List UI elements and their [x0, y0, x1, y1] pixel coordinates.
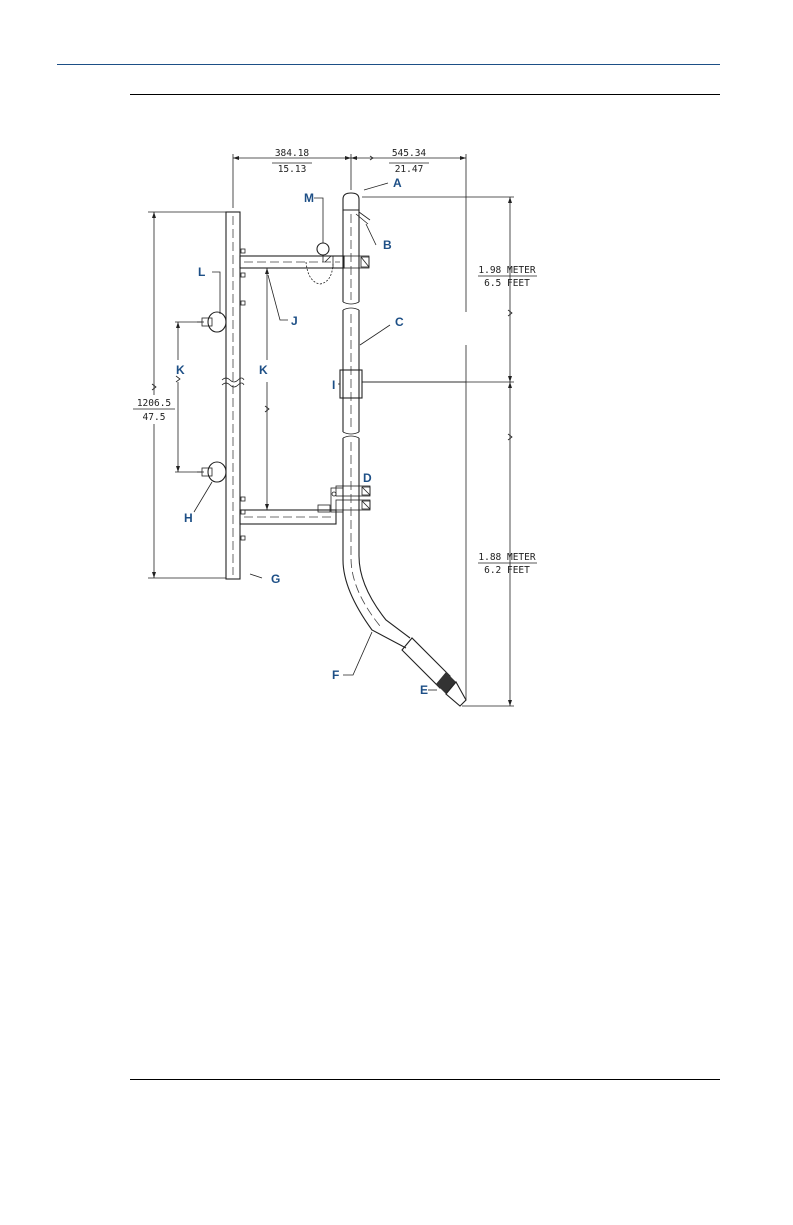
dim-top-left-mm: 384.18 [275, 148, 310, 159]
callout-m: M [304, 191, 314, 205]
callout-f: F [332, 668, 339, 682]
callout-d: D [363, 471, 372, 485]
callout-e: E [420, 683, 428, 697]
callout-l: L [198, 265, 205, 279]
callout-i: I [332, 378, 335, 392]
dim-top-right-mm: 545.34 [392, 148, 427, 159]
callout-k-right: K [259, 363, 268, 377]
dim-top-right-in: 21.47 [395, 164, 424, 175]
dim-upper-length-ft: 6.5 FEET [484, 278, 530, 289]
callout-k-left: K [176, 363, 185, 377]
callout-j: J [291, 314, 298, 328]
dim-lower-length-m: 1.88 METER [478, 552, 535, 563]
lower-arm [240, 486, 370, 524]
dimension-lines [133, 154, 537, 706]
callout-b: B [383, 238, 392, 252]
dim-top-left-in: 15.13 [278, 164, 307, 175]
dim-left-height-in: 47.5 [143, 412, 166, 423]
dim-upper-length-m: 1.98 METER [478, 265, 535, 276]
callout-a: A [393, 176, 402, 190]
callout-h: H [184, 511, 193, 525]
probe-tube [340, 193, 466, 706]
dim-lower-length-ft: 6.2 FEET [484, 565, 530, 576]
callout-c: C [395, 315, 404, 329]
upper-arm [240, 243, 369, 284]
dim-left-height-mm: 1206.5 [137, 398, 171, 409]
leader-lines [194, 183, 466, 690]
callout-g: G [271, 572, 280, 586]
